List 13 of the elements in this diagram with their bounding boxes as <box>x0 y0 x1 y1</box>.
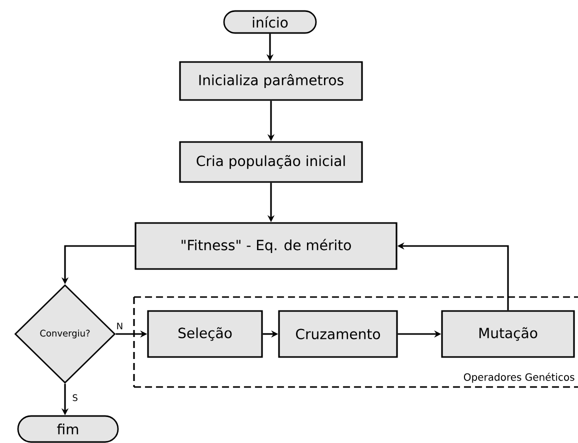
process-box: "Fitness" - Eq. de mérito <box>134 222 398 270</box>
process-box: Cruzamento <box>278 310 398 358</box>
process-box: Cria população inicial <box>179 141 363 183</box>
edge-label: N <box>115 322 124 330</box>
process-box: Mutação <box>441 310 575 358</box>
edge-label: S <box>71 393 79 402</box>
dashed-group-frame <box>133 296 578 388</box>
terminal-pill: fim <box>17 415 119 443</box>
decision-label: Convergiu? <box>40 330 90 338</box>
process-box: Inicializa parâmetros <box>179 61 363 101</box>
group-label: Operadores Genéticos <box>464 372 574 383</box>
process-box: Seleção <box>147 310 263 358</box>
terminal-pill: início <box>223 10 317 34</box>
